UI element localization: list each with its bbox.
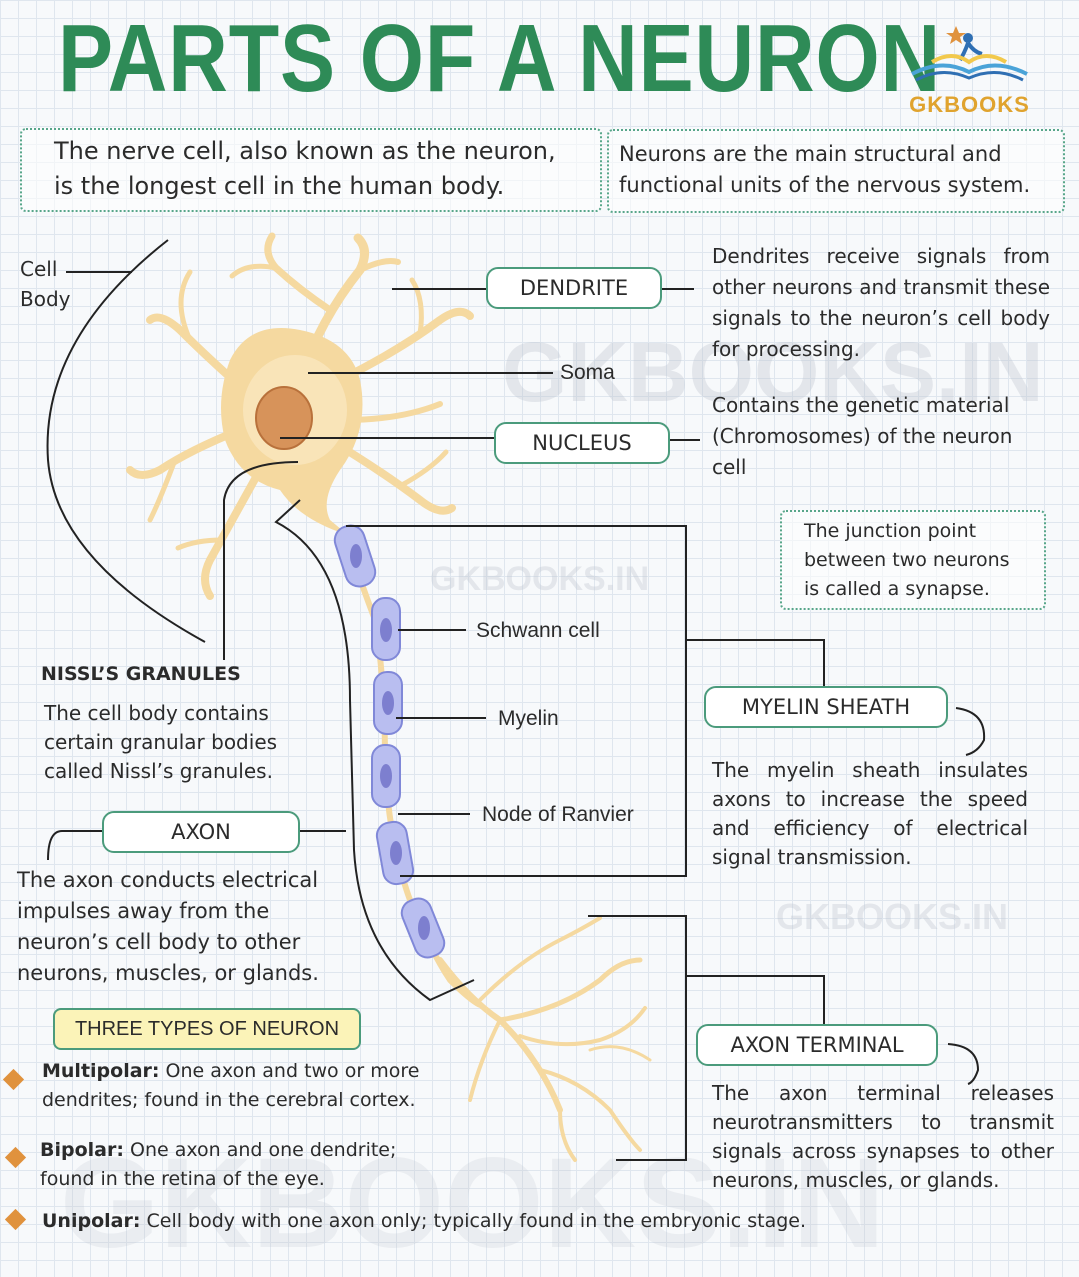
myelin-sheath-description: The myelin sheath insulates axons to inc… (712, 758, 1028, 869)
type-name: Bipolar: (40, 1139, 124, 1161)
nucleus-label: NUCLEUS (494, 422, 670, 464)
type-item-multipolar: Multipolar: One axon and two or more den… (42, 1057, 452, 1115)
nucleus-shape (255, 386, 313, 450)
axon-description: The axon conducts electrical impulses aw… (17, 868, 319, 985)
nissl-heading: NISSL’S GRANULES (41, 663, 241, 685)
watermark: GKBOOKS.IN (502, 325, 1044, 419)
intro-box-left: The nerve cell, also known as the neuron… (20, 128, 602, 212)
type-item-unipolar: Unipolar: Cell body with one axon only; … (42, 1207, 942, 1236)
dendrite-label: DENDRITE (486, 267, 662, 309)
myelin-sheath-label: MYELIN SHEATH (704, 686, 948, 728)
connector-lines (46, 239, 986, 1161)
cell-body-label-line2: Body (20, 287, 71, 311)
type-name: Unipolar: (42, 1210, 141, 1232)
synapse-box: The junction point between two neurons i… (780, 510, 1046, 610)
schwann-cell-label: Schwann cell (476, 619, 600, 642)
watermark: GKBOOKS.IN (430, 560, 650, 598)
schwann-cells (333, 524, 446, 959)
type-name: Multipolar: (42, 1060, 160, 1082)
type-text: Cell body with one axon only; typically … (146, 1210, 807, 1232)
page-title: PARTS OF A NEURON (58, 5, 942, 112)
type-text: One axon and one dendrite; found in the … (40, 1139, 397, 1190)
intro-right-line1: Neurons are the main structural and (619, 142, 1002, 166)
watermark: GKBOOKS.IN (776, 896, 1009, 937)
axon-terminal-label: AXON TERMINAL (696, 1024, 938, 1066)
schwann-nuclei (350, 544, 430, 940)
intro-right-line2: functional units of the nervous system. (619, 173, 1031, 197)
cell-body-label-line1: Cell (20, 257, 58, 281)
soma-label: Soma (560, 361, 615, 384)
synapse-description: The junction point between two neurons i… (804, 520, 1010, 600)
types-heading: THREE TYPES OF NEURON (53, 1008, 361, 1050)
axon-terminal-branches (437, 916, 652, 1162)
logo-text: GKBOOKS (909, 92, 1030, 117)
dendrite-description: Dendrites receive signals from other neu… (712, 244, 1050, 361)
intro-left-line2: is the longest cell in the human body. (54, 172, 505, 200)
intro-left-line1: The nerve cell, also known as the neuron… (54, 137, 556, 165)
type-text: One axon and two or more dendrites; foun… (42, 1060, 420, 1111)
intro-box-right: Neurons are the main structural and func… (607, 129, 1065, 213)
myelin-label: Myelin (498, 707, 559, 730)
book-logo-icon (911, 26, 1028, 82)
nissl-description: The cell body contains certain granular … (44, 701, 278, 783)
node-of-ranvier-label: Node of Ranvier (482, 803, 634, 826)
nucleus-description: Contains the genetic material (Chromosom… (712, 393, 1013, 479)
neuron-diagram (46, 232, 986, 1162)
logo: GKBOOKS (902, 14, 1037, 117)
type-item-bipolar: Bipolar: One axon and one dendrite; foun… (40, 1136, 420, 1194)
axon-terminal-description: The axon terminal releases neurotransmit… (712, 1081, 1054, 1192)
axon-label: AXON (102, 811, 300, 853)
